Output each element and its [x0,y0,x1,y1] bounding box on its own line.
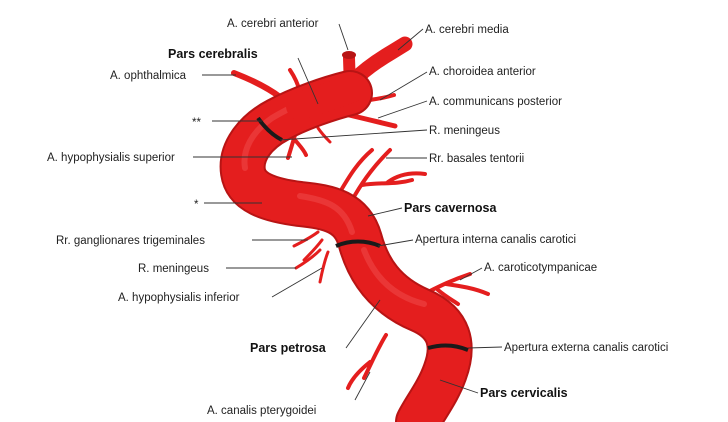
canal-rings [256,116,469,352]
r-meningeus-upper-vessel [316,126,332,144]
leader-apertura-interna [377,239,414,247]
label-apertura-externa: Apertura externa canalis carotici [504,342,668,354]
label-rr-ganglionares: Rr. ganglionares trigeminales [56,235,205,247]
rr-basales-tentorii-vessel [338,148,427,197]
leader-a-cerebri-anterior [338,23,349,51]
leader-a-caroticotympanicae [459,267,483,281]
rr-ganglionares-vessel [292,230,324,262]
leader-pars-petrosa [345,299,381,349]
leader-lines [193,23,503,401]
label-a-canalis-pterygoidei: A. canalis pterygoidei [207,405,316,417]
ring-apertura-interna [335,239,381,248]
label-rr-basales-tentorii: Rr. basales tentorii [429,153,524,165]
ring-double-asterisk [256,116,283,142]
leader-a-hypophysialis-inferior [271,267,323,298]
leader-pars-cavernosa [367,207,403,217]
a-canalis-pterygoidei-vessel [346,333,388,390]
label-a-cerebri-media: A. cerebri media [425,24,509,36]
label-a-choroidea-anterior: A. choroidea anterior [429,66,536,78]
label-apertura-interna: Apertura interna canalis carotici [415,234,576,246]
leader-apertura-externa [467,346,503,349]
carotid-trunk [219,70,473,422]
a-ophthalmica-vessel [231,70,283,100]
label-pars-cavernosa: Pars cavernosa [404,201,497,215]
label-a-hypophysialis-inferior: A. hypophysialis inferior [118,292,240,304]
label-r-meningeus-upper: R. meningeus [429,125,500,137]
label-r-meningeus-lower: R. meningeus [138,263,209,275]
label-a-hypophysialis-superior: A. hypophysialis superior [47,152,175,164]
labels: A. cerebri anterior A. cerebri media Par… [47,18,668,417]
leader-pars-cervicalis [439,379,479,394]
leader-a-cerebri-media [397,28,424,51]
label-asterisk: * [194,199,199,211]
leader-a-canalis-pterygoidei [354,371,371,401]
a-cerebri-anterior-end [342,51,356,59]
leader-pars-cerebralis [297,57,319,105]
cerebral-segment [286,74,366,120]
label-pars-cerebralis: Pars cerebralis [168,47,258,61]
label-a-ophthalmica: A. ophthalmica [110,70,187,82]
label-pars-petrosa: Pars petrosa [250,341,327,355]
leader-r-meningeus-upper [279,129,428,141]
label-a-caroticotympanicae: A. caroticotympanicae [484,262,597,274]
label-a-communicans-posterior: A. communicans posterior [429,96,562,108]
ring-apertura-externa [427,343,469,352]
label-pars-cervicalis: Pars cervicalis [480,386,568,400]
leader-a-communicans-posterior [377,100,428,119]
trunk-main [221,72,471,422]
artery-branches [231,36,490,390]
label-double-asterisk: ** [192,117,201,129]
leader-a-choroidea-anterior [379,71,428,101]
a-hypophysialis-inferior-vessel [318,250,330,284]
label-a-cerebri-anterior: A. cerebri anterior [227,18,319,30]
r-meningeus-lower-vessel [294,248,322,270]
